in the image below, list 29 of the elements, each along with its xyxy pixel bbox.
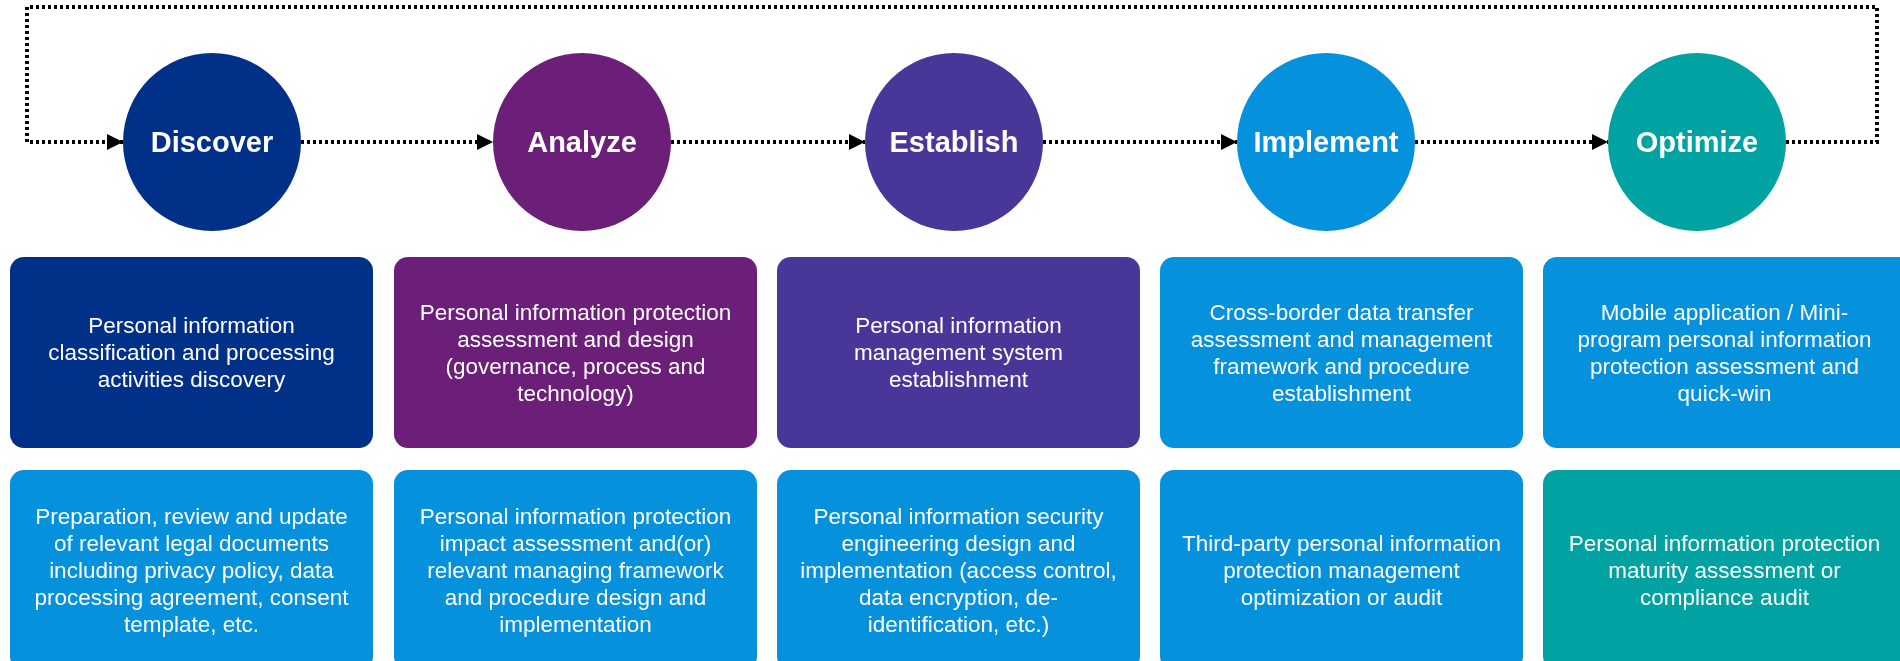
phase-label: Analyze [527,125,637,159]
service-card [394,470,757,661]
service-description: Personal information protection maturity assessment or compliance audit [1567,529,1882,611]
service-card [394,257,757,448]
dotted-arrow [671,134,865,150]
service-description: Third-party personal information protection management optimization or audit [1182,529,1501,611]
service-description: Preparation, review and update of relevant legal documents including privacy policy, data processing agreement, consent template, etc. [33,502,350,638]
dotted-arrow [301,134,493,150]
service-description: Cross-border data transfer assessment and management framework and procedure establishment [1189,298,1494,407]
service-card [1543,257,1900,448]
service-card [1160,470,1523,661]
phase-label: Discover [150,125,274,159]
service-card [1160,257,1523,448]
phase-label: Establish [889,125,1019,159]
service-description: Personal information classification and processing activities discovery [47,312,336,393]
service-description: Personal information protection impact assessment and(or) relevant managing framework and procedure design and implementation [418,502,733,638]
dotted-arrow [1415,134,1608,150]
service-card [1543,470,1900,661]
service-card [10,470,373,661]
phase-label: Implement [1253,125,1399,159]
service-description: Personal information management system establishment [853,312,1064,393]
service-card [10,257,373,448]
service-description: Mobile application / Mini-program personal information protection assessment and quick-win [1576,298,1873,407]
service-card [777,257,1140,448]
phase-label: Optimize [1635,125,1759,159]
service-card [777,470,1140,661]
service-description: Personal information protection assessment and design (governance, process and technology) [418,298,733,407]
dotted-arrow [1043,134,1237,150]
service-description: Personal information security engineering design and implementation (access control, data encryption, de-identification, etc.) [799,502,1118,638]
